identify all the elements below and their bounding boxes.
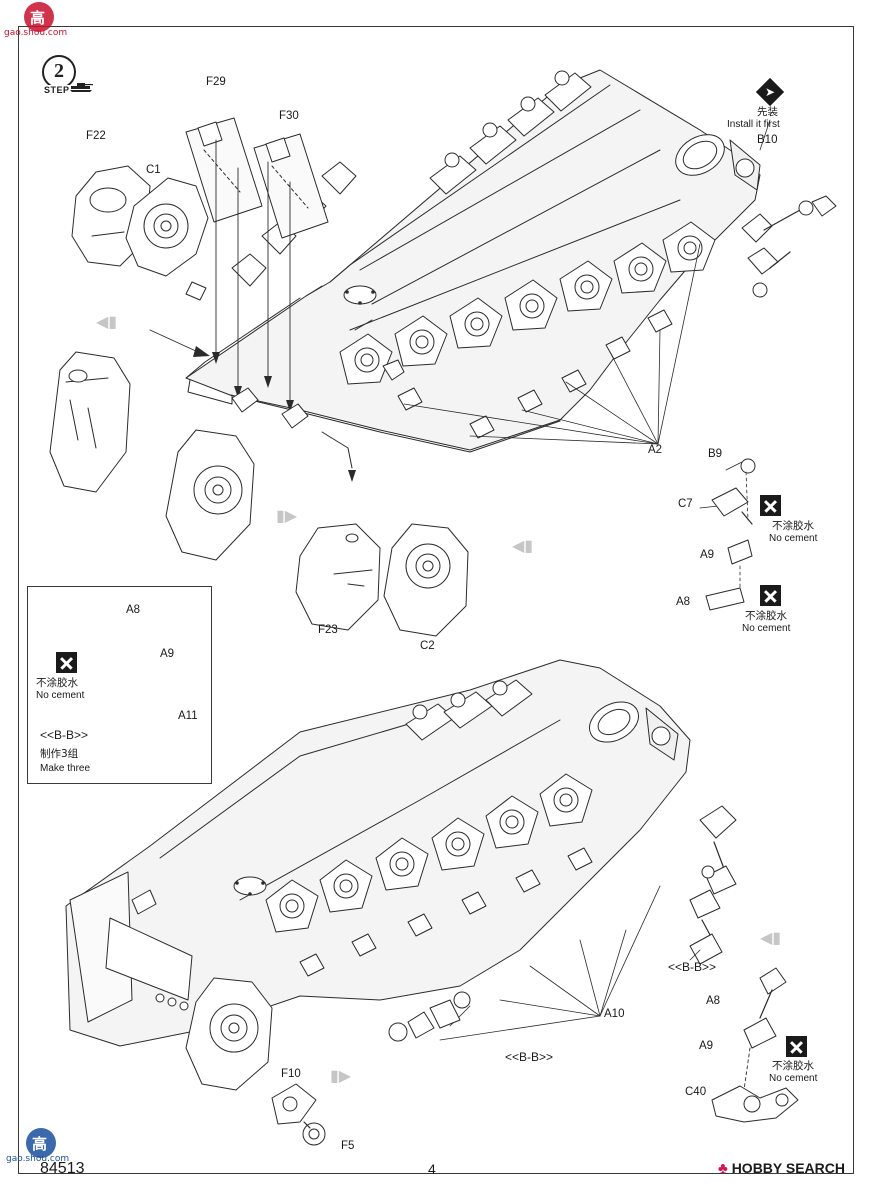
chevron-decor-2: ▮▶ — [276, 506, 298, 525]
watermark-circle-icon — [24, 2, 54, 32]
tank-icon — [70, 83, 93, 92]
part-label-a9-inset: A9 — [160, 648, 175, 660]
make-three-cn: 制作3组 — [40, 748, 79, 760]
no-cement-cn-3: 不涂胶水 — [36, 677, 78, 689]
no-cement-icon-1 — [760, 495, 781, 516]
watermark-char: 高 — [30, 9, 46, 27]
no-cement-cn-1: 不涂胶水 — [772, 520, 814, 532]
part-label-f22: F22 — [86, 130, 106, 142]
part-label-f29: F29 — [206, 76, 226, 88]
watermark-circle-icon-bottom — [26, 1128, 56, 1158]
part-label-a8-upper: A8 — [676, 596, 691, 608]
brand-name: HOBBY SEARCH — [731, 1160, 845, 1176]
section-label-bb-inset: <<B-B>> — [40, 728, 89, 742]
chevron-decor-5: ▮▶ — [330, 1066, 352, 1085]
part-label-b9: B9 — [708, 448, 723, 460]
part-label-c40: C40 — [685, 1086, 707, 1098]
no-cement-icon-4 — [786, 1036, 807, 1057]
no-cement-en-3: No cement — [36, 690, 85, 701]
part-label-f10: F10 — [281, 1068, 301, 1080]
no-cement-cn-2: 不涂胶水 — [745, 610, 787, 622]
install-first-arrow-icon: ➤ — [764, 85, 776, 99]
watermark-char-bottom: 高 — [32, 1135, 48, 1153]
chevron-decor-1: ◀▮ — [96, 312, 118, 331]
chevron-decor-3: ◀▮ — [512, 536, 534, 555]
part-label-f30: F30 — [279, 110, 299, 122]
part-label-a9-upper: A9 — [700, 549, 715, 561]
make-three-en: Make three — [40, 763, 91, 774]
part-label-b10: B10 — [757, 134, 778, 146]
part-label-a11-inset: A11 — [178, 710, 198, 722]
watermark-bottom: 高 gao.shou.com — [6, 1128, 70, 1172]
detail-inset-bb — [27, 586, 212, 784]
section-label-bb-lower-2: <<B-B>> — [668, 960, 717, 974]
step-label: STEP — [43, 85, 71, 95]
step-badge: 2 STEP — [42, 55, 94, 101]
part-label-a10: A10 — [604, 1008, 625, 1020]
no-cement-cn-4: 不涂胶水 — [772, 1060, 814, 1072]
part-label-f23: F23 — [318, 624, 338, 636]
step-number: 2 — [54, 60, 64, 82]
install-first-cn: 先装 — [757, 106, 778, 118]
no-cement-en-1: No cement — [769, 533, 818, 544]
section-label-bb-lower-1: <<B-B>> — [505, 1050, 554, 1064]
no-cement-en-4: No cement — [769, 1073, 818, 1084]
part-label-c1: C1 — [146, 164, 161, 176]
brand-mark-icon: ♣ — [717, 1160, 728, 1177]
watermark-top: 高 gao.shou.com — [4, 2, 68, 46]
part-label-a8-lower: A8 — [706, 995, 721, 1007]
part-label-a2: A2 — [648, 444, 663, 456]
part-label-c2: C2 — [420, 640, 435, 652]
watermark-text-bottom: gao.shou.com — [6, 1154, 70, 1164]
part-label-a8-inset: A8 — [126, 604, 141, 616]
part-label-a9-lower: A9 — [699, 1040, 714, 1052]
chevron-decor-4: ◀▮ — [760, 928, 782, 947]
no-cement-en-2: No cement — [742, 623, 791, 634]
part-label-c7: C7 — [678, 498, 693, 510]
page-border — [18, 26, 854, 1174]
part-label-f5: F5 — [341, 1140, 355, 1152]
no-cement-icon-2 — [760, 585, 781, 606]
no-cement-icon-3 — [56, 652, 77, 673]
brand-footer: ♣ HOBBY SEARCH — [718, 1160, 845, 1177]
install-first-en: Install it first — [727, 119, 780, 130]
page-number: 4 — [428, 1161, 436, 1177]
kit-number: 84513 — [40, 1160, 85, 1177]
watermark-text: gao.shou.com — [4, 28, 68, 38]
